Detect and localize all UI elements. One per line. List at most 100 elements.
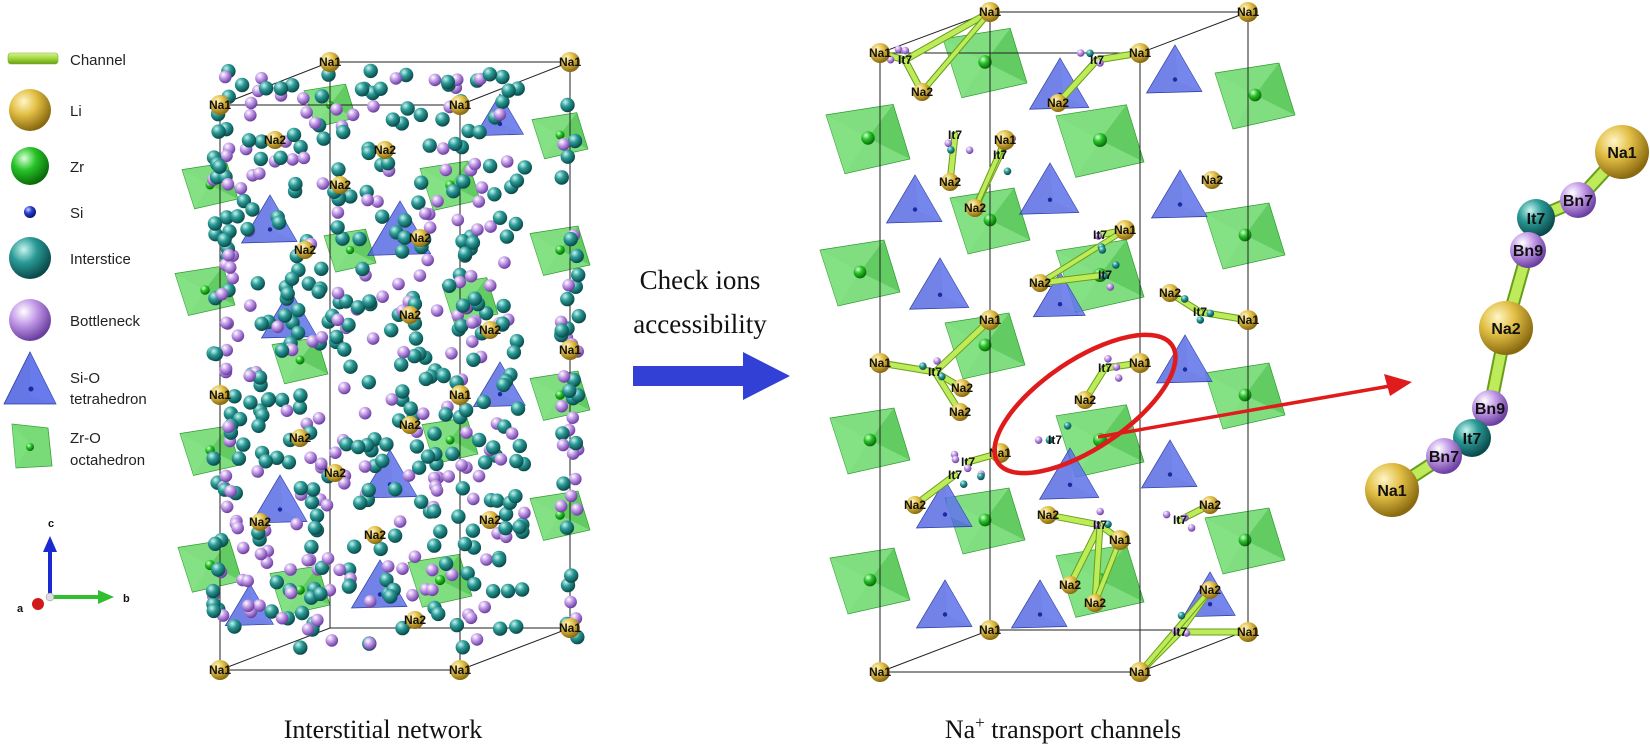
- interstice-sphere: [207, 216, 223, 231]
- channel-node: [963, 464, 972, 473]
- interstice-sphere: [353, 495, 368, 510]
- interstice-sphere: [343, 189, 358, 204]
- si-atom: [1177, 202, 1183, 207]
- interstice-sphere: [564, 568, 579, 583]
- bottleneck-sphere: [385, 393, 399, 406]
- interstice-sphere: [363, 63, 378, 79]
- interstice-sphere: [361, 375, 376, 390]
- bottleneck-sphere: [498, 256, 511, 269]
- na-atom: [450, 95, 470, 115]
- interstice-sphere: [508, 489, 523, 504]
- interstice-sphere: [514, 582, 530, 597]
- na-site: Na2: [399, 416, 421, 434]
- interstice-sphere: [271, 215, 287, 230]
- interstice-sphere: [467, 577, 482, 592]
- interstice-sphere: [305, 482, 321, 497]
- interstice-sphere: [395, 384, 410, 399]
- chain-node-bn7: Bn7: [1426, 438, 1462, 474]
- interstice-sphere: [442, 278, 457, 293]
- interstice-sphere: [440, 74, 455, 90]
- na-site-label: Na2: [479, 513, 501, 527]
- bottleneck-sphere: [297, 151, 311, 165]
- interstice-sphere-icon: [9, 237, 51, 279]
- interstice-sphere: [379, 437, 394, 452]
- interstice-sphere: [486, 440, 501, 455]
- na-atom: [1049, 94, 1067, 112]
- zr-o-octahedron: [825, 104, 911, 175]
- na-site: Na1: [209, 385, 231, 405]
- zr-atom: [861, 131, 875, 145]
- zr-o-octahedron: [177, 539, 243, 593]
- interstice-sphere: [355, 261, 370, 277]
- interstice-sphere: [362, 294, 377, 309]
- channel-node: [938, 372, 946, 381]
- na-atom: [1203, 171, 1221, 189]
- zr-atom: [555, 245, 565, 255]
- bottleneck-sphere: [244, 299, 257, 312]
- interstice-sphere: [211, 562, 226, 577]
- na-site-label: Na1: [1129, 356, 1151, 370]
- na-atom: [401, 416, 419, 434]
- interstice-sphere: [458, 402, 474, 418]
- bottleneck-sphere: [284, 563, 297, 576]
- na-site: Na1: [449, 385, 471, 405]
- interstice-sphere: [311, 284, 326, 299]
- interstice-sphere: [435, 112, 450, 127]
- interstice-sphere: [498, 521, 513, 536]
- na-site: Na1: [559, 340, 581, 360]
- channel-node: [1180, 295, 1189, 303]
- na-atom: [560, 618, 580, 638]
- na-site: Na1: [209, 660, 231, 680]
- interstice-sphere: [411, 195, 426, 210]
- interstice-sphere: [465, 235, 481, 250]
- bottleneck-sphere: [430, 304, 444, 317]
- interstice-sphere: [206, 603, 221, 619]
- bottleneck-sphere: [285, 343, 299, 357]
- na-site: Na2: [1047, 94, 1069, 112]
- interstice-sphere: [205, 583, 221, 599]
- legend-item-li: Li: [9, 89, 82, 131]
- bottleneck-sphere: [244, 108, 257, 122]
- bottleneck-sphere: [413, 269, 427, 282]
- interstice-sphere: [445, 446, 460, 461]
- bottleneck-sphere: [484, 220, 497, 233]
- na-atom: [870, 353, 890, 373]
- legend-label-si-o-line2: tetrahedron: [70, 391, 147, 408]
- interstice-sphere: [284, 271, 300, 286]
- zr-o-octahedron: [819, 239, 901, 307]
- na-site-label: Na1: [1129, 665, 1151, 679]
- interstice-sphere: [230, 209, 245, 224]
- na-site-label: Na2: [1074, 393, 1096, 407]
- si-atom: [942, 512, 948, 517]
- chain-node-label: Bn7: [1563, 193, 1593, 210]
- interstice-sphere: [273, 81, 289, 96]
- interstice-sphere: [292, 400, 308, 415]
- na-site: Na2: [1074, 391, 1096, 409]
- interstice-sphere: [274, 392, 290, 408]
- interstice-sphere: [337, 342, 352, 357]
- bottleneck-sphere: [222, 420, 235, 434]
- interstice-sphere: [227, 389, 242, 404]
- interstice-sphere: [427, 426, 442, 441]
- interstice-sphere: [455, 298, 471, 313]
- na-atom: [331, 176, 349, 194]
- bottleneck-sphere: [219, 469, 233, 483]
- interstice-sphere: [397, 213, 413, 228]
- interstice-sphere: [501, 83, 516, 98]
- na-site-label: Na1: [989, 446, 1011, 460]
- legend-item-si: Si: [24, 205, 83, 222]
- si-o-tetrahedron: [915, 579, 973, 629]
- interstice-sphere: [491, 553, 507, 568]
- channel-node: [944, 139, 953, 148]
- interstice-sphere: [314, 261, 329, 276]
- axis-label-a: a: [17, 603, 24, 615]
- channel-segment: [1093, 538, 1122, 605]
- interstice-sphere: [273, 150, 288, 165]
- it7-label: It7: [1093, 228, 1107, 242]
- interstice-sphere: [562, 383, 577, 398]
- bottleneck-sphere: [243, 369, 256, 383]
- interstice-sphere: [329, 329, 344, 345]
